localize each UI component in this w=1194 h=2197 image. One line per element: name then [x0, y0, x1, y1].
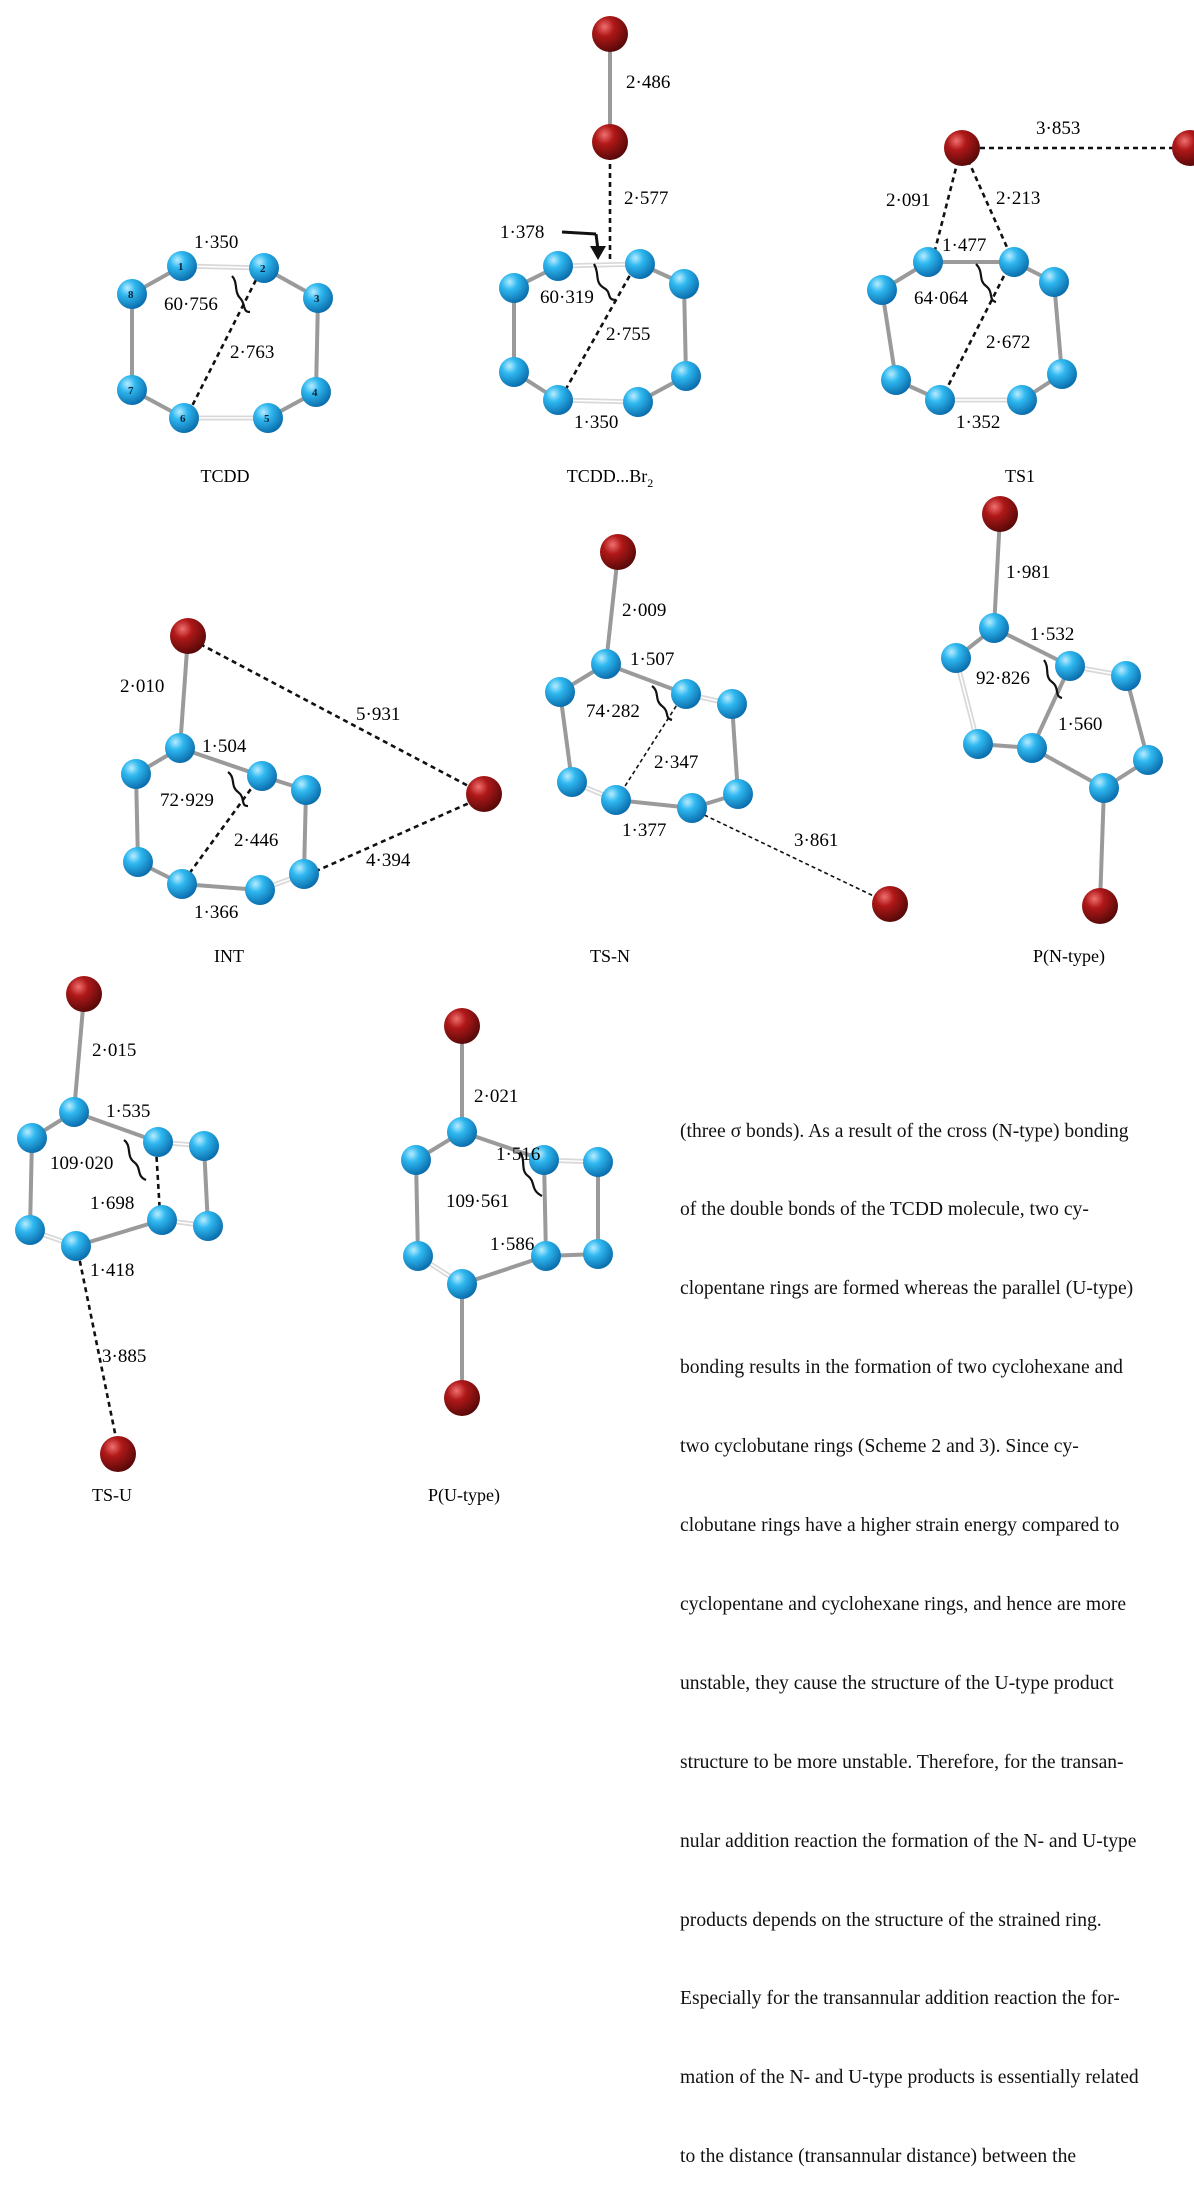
distance-label: 2·347 — [654, 752, 698, 773]
paragraph-line: cyclopentane and cyclohexane rings, and … — [680, 1593, 1127, 1615]
distance-label: 2·763 — [230, 342, 274, 363]
atom-number: 3 — [314, 293, 320, 305]
atom-numbers: 1 2 3 4 5 6 7 8 — [128, 261, 320, 425]
caption-ts-n: TS-N — [590, 946, 630, 966]
panel-ts1: 3·853 2·091 2·213 1·477 64·064 2·672 1·3… — [867, 118, 1194, 486]
bond-length-label: 1·532 — [1030, 624, 1074, 645]
bond-length-label: 2·010 — [120, 676, 164, 697]
bond-length-label: 1·560 — [1058, 714, 1102, 735]
atom-number: 1 — [178, 261, 184, 273]
bond-length-label: 1·366 — [194, 902, 238, 923]
carbon-atoms — [117, 251, 333, 433]
panel-p-u-type: 2·021 1·516 109·561 1·586 P(U-type) — [401, 1008, 613, 1506]
bond-length-label: 1·350 — [574, 412, 618, 433]
angle-label: 64·064 — [914, 288, 968, 309]
panel-tcdd-br2: 2·486 2·577 1·378 60·319 2·755 1·350 TCD… — [499, 16, 701, 490]
angle-label: 109·561 — [446, 1191, 509, 1212]
bond-length-label: 1·981 — [1006, 562, 1050, 583]
bond-length-label: 2·015 — [92, 1040, 136, 1061]
distance-label: 3·861 — [794, 830, 838, 851]
bond-length-label: 1·377 — [622, 820, 666, 841]
panel-ts-n: 2·009 1·507 74·282 2·347 1·377 3·861 TS-… — [545, 534, 908, 966]
paragraph-line: clobutane rings have a higher strain ene… — [680, 1515, 1120, 1537]
paragraph-line: two cyclobutane rings (Scheme 2 and 3). … — [680, 1436, 1079, 1458]
bond-length-label: 1·350 — [194, 232, 238, 253]
bond-length-label: 1·504 — [202, 736, 247, 757]
atom-number: 6 — [180, 413, 186, 425]
bond-length-label: 2·486 — [626, 72, 670, 93]
bond-length-label: 1·535 — [106, 1101, 150, 1122]
angle-label: 74·282 — [586, 701, 640, 722]
distance-label: 2·577 — [624, 188, 668, 209]
distance-label: 2·755 — [606, 324, 650, 345]
distance-label: 3·885 — [102, 1346, 146, 1367]
panel-ts-u: 2·015 1·535 109·020 1·698 1·418 3·885 TS… — [15, 976, 223, 1505]
figure-molecular-structures: 1 2 3 4 5 6 7 8 1·350 60·756 2·763 TCDD — [15, 16, 1194, 1506]
atom-number: 2 — [260, 263, 266, 275]
bond-length-label: 2·021 — [474, 1086, 518, 1107]
caption-int: INT — [214, 946, 244, 966]
paragraph-line: clopentane rings are formed whereas the … — [680, 1278, 1134, 1300]
angle-label: 60·756 — [164, 294, 218, 315]
angle-label: 92·826 — [976, 668, 1030, 689]
bond-length-label: 1·586 — [490, 1234, 534, 1255]
body-paragraph: (three σ bonds). As a result of the cros… — [680, 1066, 1194, 2197]
angle-label: 109·020 — [50, 1153, 113, 1174]
paragraph-line: nular addition reaction the formation of… — [680, 1830, 1137, 1852]
caption-ts1: TS1 — [1005, 466, 1035, 486]
panel-int: 2·010 5·931 1·504 72·929 2·446 4·394 1·3… — [120, 618, 502, 966]
angle-label: 72·929 — [160, 790, 214, 811]
paragraph-line: bonding results in the formation of two … — [680, 1357, 1123, 1379]
caption-p-u-type: P(U-type) — [428, 1485, 500, 1506]
bond-length-label: 1·418 — [90, 1260, 134, 1281]
atom-number: 8 — [128, 289, 134, 301]
distance-label: 2·446 — [234, 830, 278, 851]
bond-length-label: 1·477 — [942, 235, 986, 256]
bond-length-label: 1·507 — [630, 649, 674, 670]
paragraph-line: mation of the N- and U-type products is … — [680, 2067, 1139, 2089]
bond-length-label: 1·352 — [956, 412, 1000, 433]
bond-length-label: 1·516 — [496, 1144, 540, 1165]
panel-tcdd: 1 2 3 4 5 6 7 8 1·350 60·756 2·763 TCDD — [117, 232, 333, 486]
paragraph-line: to the distance (transannular distance) … — [680, 2146, 1077, 2168]
caption-ts-u: TS-U — [92, 1485, 132, 1505]
atom-number: 7 — [128, 385, 134, 397]
angle-label: 60·319 — [540, 287, 594, 308]
bond-length-label: 1·698 — [90, 1193, 134, 1214]
paragraph-line: products depends on the structure of the… — [680, 1909, 1102, 1931]
caption-p-n-type: P(N-type) — [1033, 946, 1105, 967]
distance-label: 2·672 — [986, 332, 1030, 353]
caption-tcdd-br2: TCDD...Br2 — [567, 466, 654, 490]
caption-tcdd: TCDD — [201, 466, 250, 486]
panel-p-n-type: 1·981 1·532 92·826 1·560 P(N-type) — [941, 496, 1163, 967]
paragraph-line: structure to be more unstable. Therefore… — [680, 1751, 1124, 1773]
paragraph-line: Especially for the transannular addition… — [680, 1988, 1120, 2010]
distance-label: 2·213 — [996, 188, 1040, 209]
paragraph-line: of the double bonds of the TCDD molecule… — [680, 1199, 1089, 1221]
bond-length-label: 2·009 — [622, 600, 666, 621]
arrow-icon — [561, 230, 606, 260]
paragraph-line: (three σ bonds). As a result of the cros… — [680, 1120, 1129, 1142]
paragraph-line: unstable, they cause the structure of th… — [680, 1672, 1114, 1694]
distance-label: 3·853 — [1036, 118, 1080, 139]
atom-number: 4 — [312, 387, 318, 399]
bond-length-label: 1·378 — [500, 222, 544, 243]
distance-label: 4·394 — [366, 850, 411, 871]
distance-label: 5·931 — [356, 704, 400, 725]
atom-number: 5 — [264, 413, 270, 425]
distance-label: 2·091 — [886, 190, 930, 211]
